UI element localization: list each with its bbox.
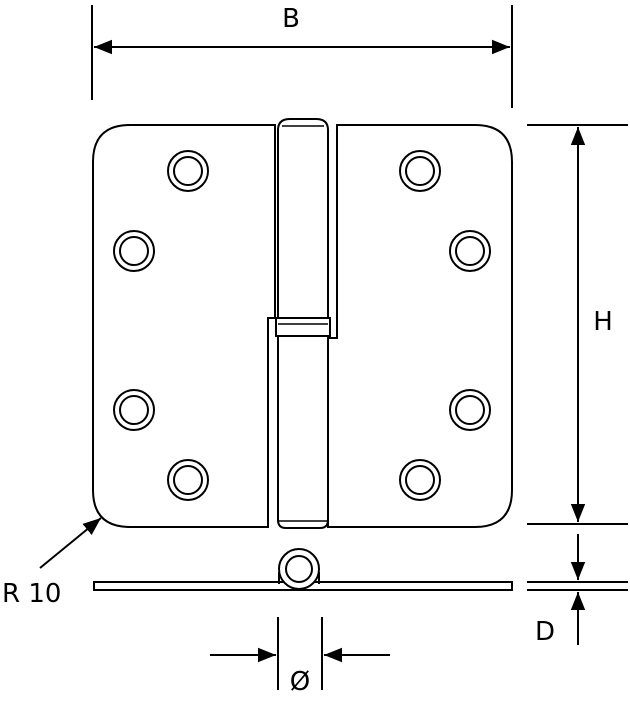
lower-knuckle [277,335,329,529]
screw-hole [167,459,209,501]
side-view [93,548,513,591]
dimension-h: H [527,124,628,525]
screw-holes [113,150,491,501]
screw-hole [399,150,441,192]
label-diameter: Ø [290,667,310,697]
dimension-d: D [527,534,628,647]
label-d: D [535,617,555,647]
side-view-knuckle-inner [285,555,313,583]
screw-hole [113,389,155,431]
dimension-b: B [91,4,513,108]
screw-hole [449,230,491,272]
label-b: B [282,4,300,34]
screw-hole [113,230,155,272]
hinge-knuckle [275,118,331,529]
label-radius: R 10 [2,579,61,609]
upper-knuckle [277,118,329,319]
dimension-radius: R 10 [2,517,102,609]
dimension-diameter: Ø [210,617,390,697]
label-h: H [593,307,613,337]
leader-radius [39,517,102,569]
screw-hole [167,150,209,192]
screw-hole [399,459,441,501]
knuckle-joint [275,317,331,337]
side-view-knuckle-outer [278,548,320,590]
screw-hole [449,389,491,431]
